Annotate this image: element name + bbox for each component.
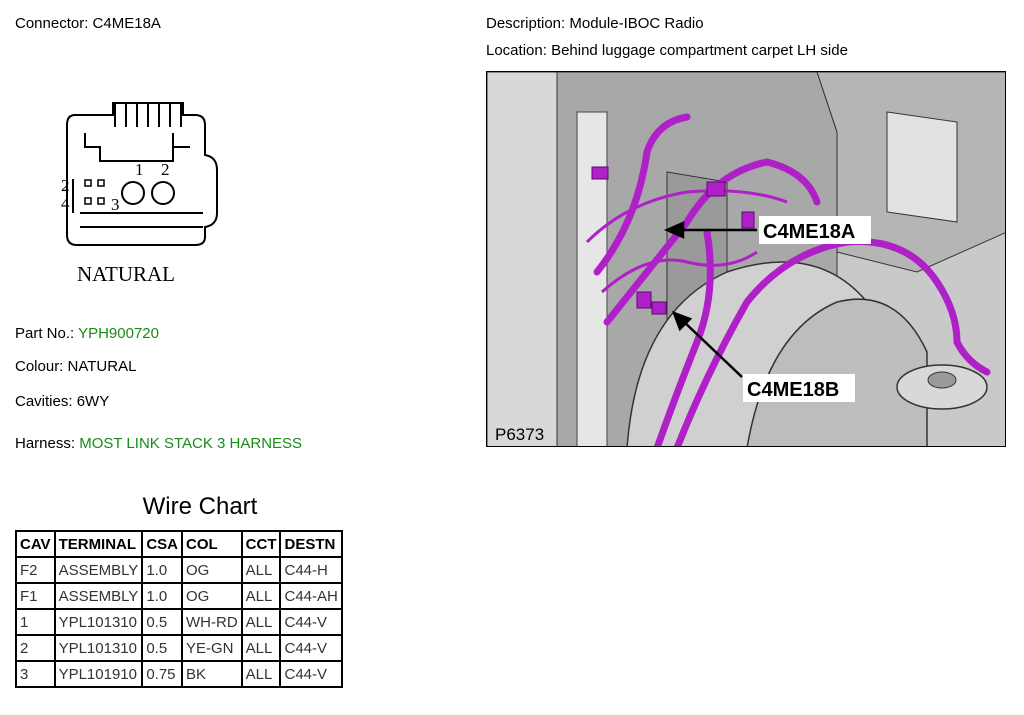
table-cell: 1.0 <box>141 556 183 584</box>
part-no-line: Part No.: YPH900720 <box>15 325 159 343</box>
table-cell: 0.75 <box>141 660 183 688</box>
harness-link[interactable]: MOST LINK STACK 3 HARNESS <box>79 435 303 452</box>
figure-id: P6373 <box>495 425 544 444</box>
harness-line: Harness: MOST LINK STACK 3 HARNESS <box>15 435 302 453</box>
table-row: 2 YPL101310 0.5 YE-GN ALL C44-V <box>15 634 343 662</box>
connector-line: Connector: C4ME18A <box>15 15 161 33</box>
table-cell: C44-AH <box>279 582 343 610</box>
colour-line: Colour: NATURAL <box>15 358 136 376</box>
part-no-label: Part No.: <box>15 325 75 342</box>
table-cell: YPL101910 <box>53 660 144 688</box>
colour-value: NATURAL <box>67 358 137 375</box>
table-cell: 3 <box>15 660 56 688</box>
table-cell: ASSEMBLY <box>53 582 144 610</box>
description-value: Module-IBOC Radio <box>569 15 704 32</box>
table-row: 1 YPL101310 0.5 WH-RD ALL C44-V <box>15 608 343 636</box>
column-header: COL <box>181 530 243 558</box>
description-line: Description: Module-IBOC Radio <box>486 15 704 33</box>
description-label: Description: <box>486 15 566 32</box>
table-cell: C44-H <box>279 556 343 584</box>
pin-number: 3 <box>111 195 120 214</box>
table-row: 3 YPL101910 0.75 BK ALL C44-V <box>15 660 343 688</box>
table-cell: 2 <box>15 634 56 662</box>
table-cell: F2 <box>15 556 56 584</box>
table-cell: YPL101310 <box>53 634 144 662</box>
table-cell: WH-RD <box>181 608 243 636</box>
table-cell: 0.5 <box>141 608 183 636</box>
table-cell: F1 <box>15 582 56 610</box>
table-cell: ALL <box>240 634 282 662</box>
wire-chart-title: Wire Chart <box>142 493 258 520</box>
cavities-value: 6WY <box>76 393 110 410</box>
table-cell: 0.5 <box>141 634 183 662</box>
part-no-link[interactable]: YPH900720 <box>78 325 159 342</box>
table-cell: ALL <box>240 582 282 610</box>
column-header: CSA <box>141 530 183 558</box>
table-cell: ASSEMBLY <box>53 556 144 584</box>
callout-label: C4ME18B <box>747 379 839 401</box>
table-cell: OG <box>181 582 243 610</box>
location-illustration: C4ME18A C4ME18B P6373 <box>487 72 1005 446</box>
connector-face-drawing: 1 2 2 4 3 NATURAL <box>61 102 218 286</box>
table-cell: C44-V <box>279 608 343 636</box>
column-header: DESTN <box>279 530 343 558</box>
table-cell: 1 <box>15 608 56 636</box>
pin-number: 2 <box>61 176 70 195</box>
table-cell: OG <box>181 556 243 584</box>
table-cell: YPL101310 <box>53 608 144 636</box>
pin-number: 2 <box>161 160 170 179</box>
table-header-row: CAV TERMINAL CSA COL CCT DESTN <box>15 530 343 558</box>
location-value: Behind luggage compartment carpet LH sid… <box>551 42 848 59</box>
harness-label: Harness: <box>15 435 76 452</box>
wire-chart-table: CAV TERMINAL CSA COL CCT DESTN F2 ASSEMB… <box>15 530 343 688</box>
column-header: TERMINAL <box>53 530 144 558</box>
colour-label: Colour: <box>15 358 64 375</box>
table-cell: ALL <box>240 660 282 688</box>
cavities-line: Cavities: 6WY <box>15 393 109 411</box>
table-row: F1 ASSEMBLY 1.0 OG ALL C44-AH <box>15 582 343 610</box>
table-cell: C44-V <box>279 660 343 688</box>
connector-colour-caption: NATURAL <box>77 262 175 286</box>
table-cell: 1.0 <box>141 582 183 610</box>
location-label: Location: <box>486 42 547 59</box>
column-header: CCT <box>240 530 282 558</box>
table-cell: YE-GN <box>181 634 243 662</box>
table-cell: BK <box>181 660 243 688</box>
table-row: F2 ASSEMBLY 1.0 OG ALL C44-H <box>15 556 343 584</box>
pin-number: 1 <box>135 160 144 179</box>
cavities-label: Cavities: <box>15 393 73 410</box>
location-line: Location: Behind luggage compartment car… <box>486 42 848 60</box>
table-cell: C44-V <box>279 634 343 662</box>
table-cell: ALL <box>240 608 282 636</box>
location-photo: C4ME18A C4ME18B P6373 <box>486 71 1006 447</box>
connector-label: Connector: <box>15 15 89 32</box>
connector-value: C4ME18A <box>92 15 161 32</box>
column-header: CAV <box>15 530 56 558</box>
pin-number: 4 <box>61 194 70 213</box>
callout-label: C4ME18A <box>763 221 855 243</box>
table-cell: ALL <box>240 556 282 584</box>
